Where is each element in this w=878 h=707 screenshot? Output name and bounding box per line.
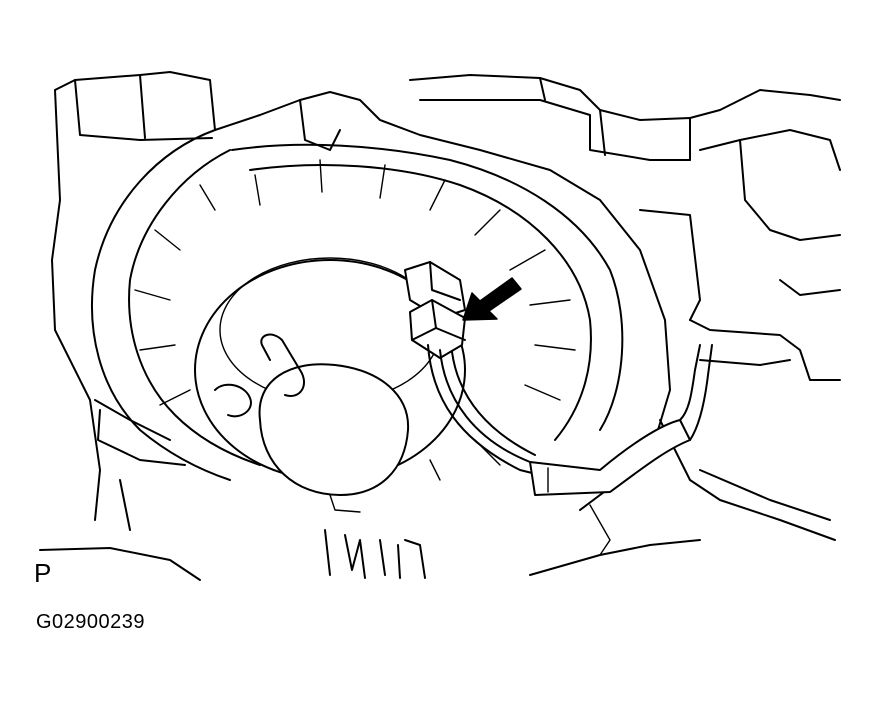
housing-frame [39, 71, 841, 581]
wire-harness [427, 344, 713, 496]
view-label: P [34, 558, 52, 588]
arrow-icon [462, 277, 522, 321]
wire-connector-plug [409, 299, 466, 359]
connector-socket [404, 261, 466, 319]
vent-grille [324, 529, 426, 579]
fan-blades [134, 159, 576, 481]
figure-code: G02900239 [36, 611, 146, 633]
fan-scroll-housing [91, 91, 671, 511]
